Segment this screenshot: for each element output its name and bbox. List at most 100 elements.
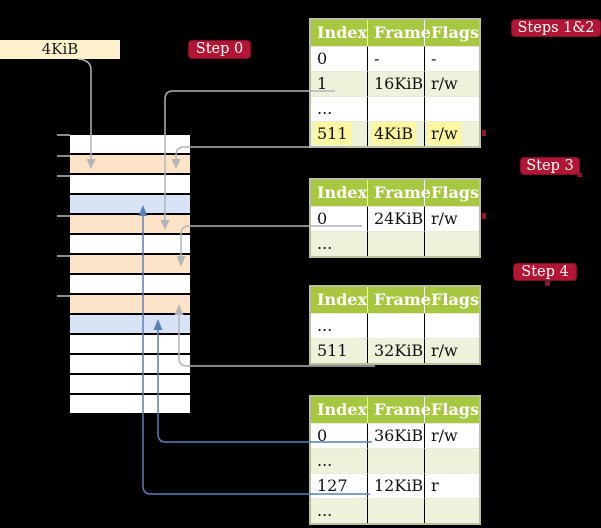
table-header-row: Index Frame Flags — [311, 20, 479, 46]
arrow-table1-row511-to-memory — [171, 146, 347, 169]
table-cell: ... — [311, 96, 368, 121]
table-cell: r/w — [425, 423, 479, 448]
table-row-highlighted: 511 4KiB r/w — [311, 121, 479, 146]
page-table-step-4: Index Frame Flags ... 511 32KiB r/w — [309, 285, 481, 365]
tick-mark — [57, 215, 70, 217]
table-cell — [368, 96, 425, 121]
memory-row-blue — [70, 315, 190, 333]
memory-row-orange — [70, 255, 190, 273]
table-cell: - — [368, 46, 425, 71]
table-cell: 127 — [311, 473, 368, 498]
table-cell — [368, 313, 425, 338]
table-cell: 1 — [311, 71, 368, 96]
table-cell: 12KiB — [368, 473, 425, 498]
table-cell: 0 — [311, 46, 368, 71]
memory-row-white — [70, 335, 190, 353]
table-cell: r/w — [425, 206, 479, 231]
header-cell: Frame — [368, 20, 431, 46]
header-cell: Flags — [431, 23, 479, 42]
table-cell: 4KiB — [368, 121, 425, 146]
table-cell: r/w — [425, 121, 479, 146]
header-cell: Frame — [368, 397, 431, 423]
highlighted-value: 4KiB — [371, 122, 417, 145]
table-header-row: Index Frame Flags — [311, 287, 479, 313]
memory-row-white — [70, 235, 190, 253]
header-cell: Index — [311, 180, 368, 206]
header-cell: Frame — [368, 180, 431, 206]
header-cell: Index — [311, 287, 368, 313]
header-cell: Flags — [431, 400, 479, 419]
table-cell: 24KiB — [368, 206, 425, 231]
step-3-badge: Step 3 — [520, 157, 580, 175]
table-row: ... — [311, 448, 479, 473]
table-cell — [425, 448, 479, 473]
memory-column — [70, 135, 190, 415]
memory-row-white — [70, 395, 190, 413]
tick-mark — [57, 175, 70, 177]
table-row: 0 24KiB r/w — [311, 206, 479, 231]
table-cell: 511 — [311, 338, 368, 363]
table-row: 511 32KiB r/w — [311, 338, 479, 363]
table-cell — [425, 96, 479, 121]
table-row: 1 16KiB r/w — [311, 71, 479, 96]
table-cell — [368, 448, 425, 473]
header-cell: Index — [311, 20, 368, 46]
table-header-row: Index Frame Flags — [311, 397, 479, 423]
highlighted-value: 511 — [314, 122, 351, 145]
memory-row-blue — [70, 195, 190, 213]
table-cell: 511 — [311, 121, 368, 146]
table-row: ... — [311, 231, 479, 256]
table-cell: r — [425, 473, 479, 498]
tick-mark — [57, 255, 70, 257]
table-cell: - — [425, 46, 479, 71]
table-cell — [368, 498, 425, 523]
red-marker — [482, 130, 486, 136]
table-cell: 0 — [311, 423, 368, 448]
red-marker — [577, 173, 582, 177]
memory-row-white — [70, 275, 190, 293]
table-row: 0 36KiB r/w — [311, 423, 479, 448]
table-row: 0 - - — [311, 46, 479, 71]
table-cell: 16KiB — [368, 71, 425, 96]
table-cell: 0 — [311, 206, 368, 231]
table-cell: r/w — [425, 338, 479, 363]
table-row: ... — [311, 96, 479, 121]
steps-1-2-badge: Steps 1&2 — [511, 19, 601, 37]
table-row: ... — [311, 313, 479, 338]
step-4-badge: Step 4 — [513, 263, 577, 281]
highlighted-value: r/w — [428, 122, 461, 145]
red-marker — [545, 281, 550, 286]
table-cell — [425, 498, 479, 523]
memory-row-white — [70, 135, 190, 153]
table-cell: 32KiB — [368, 338, 425, 363]
table-cell — [425, 313, 479, 338]
table-cell — [425, 231, 479, 256]
tick-mark — [57, 155, 70, 157]
table-row: 127 12KiB r — [311, 473, 479, 498]
tick-mark — [57, 134, 70, 136]
memory-row-white — [70, 175, 190, 193]
table-cell — [368, 231, 425, 256]
memory-row-white — [70, 375, 190, 393]
table-cell: ... — [311, 313, 368, 338]
memory-row-white — [70, 355, 190, 373]
page-table-steps-1-2: Index Frame Flags 0 - - 1 16KiB r/w ... … — [309, 18, 481, 148]
frame-size-label: 4KiB — [0, 40, 120, 59]
page-table-step-3: Index Frame Flags 0 24KiB r/w ... — [309, 178, 481, 258]
header-cell: Frame — [368, 287, 431, 313]
table-cell: ... — [311, 231, 368, 256]
memory-row-orange — [70, 295, 190, 313]
header-cell: Index — [311, 397, 368, 423]
memory-row-orange — [70, 155, 190, 173]
red-marker — [482, 213, 486, 219]
table-cell: ... — [311, 498, 368, 523]
table-cell: 36KiB — [368, 423, 425, 448]
header-cell: Flags — [431, 183, 479, 202]
memory-row-orange — [70, 215, 190, 233]
page-table-final: Index Frame Flags 0 36KiB r/w ... 127 12… — [309, 395, 481, 525]
table-row: ... — [311, 498, 479, 523]
table-header-row: Index Frame Flags — [311, 180, 479, 206]
tick-mark — [57, 295, 70, 297]
step-0-badge: Step 0 — [188, 40, 251, 59]
